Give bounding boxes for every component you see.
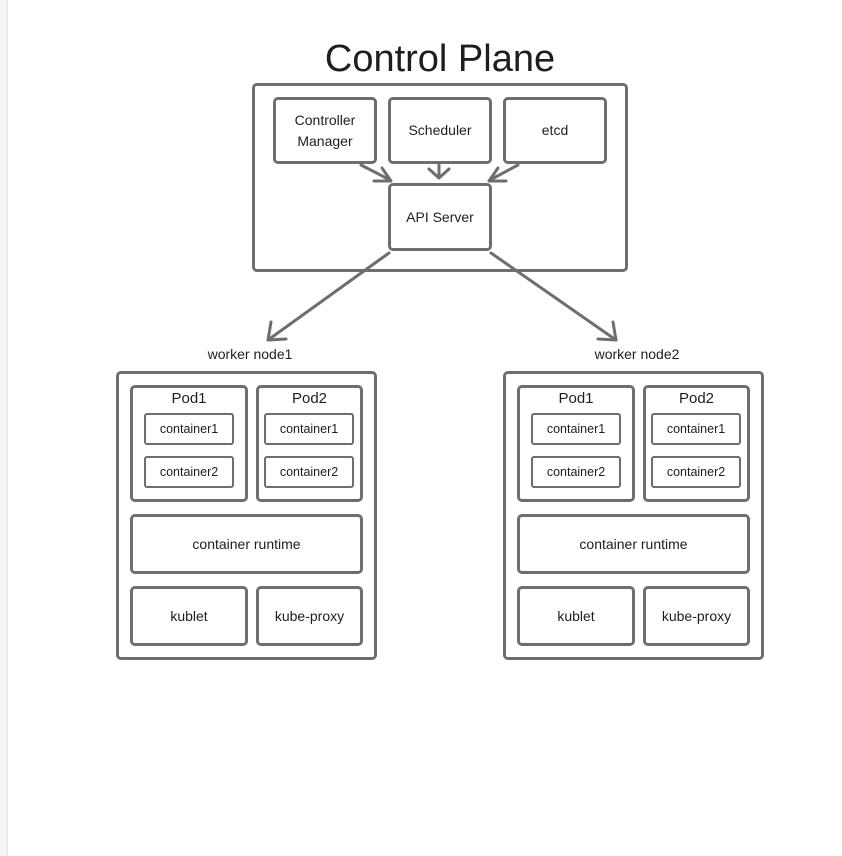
container-label: container2	[546, 464, 606, 479]
worker1-pod2-container1: container1	[264, 413, 354, 445]
container-label: container1	[159, 421, 219, 436]
container-label: container1	[546, 421, 606, 436]
scheduler-label: Scheduler	[408, 122, 472, 138]
runtime-label: container runtime	[192, 535, 301, 552]
api-server-label: API Server	[406, 208, 474, 225]
kube-proxy-label: kube-proxy	[274, 607, 345, 624]
container-label: container2	[159, 464, 219, 479]
pod-name: Pod1	[558, 390, 594, 407]
container-label: container2	[279, 464, 339, 479]
arrow-etcd-to-api	[488, 163, 520, 182]
worker1-kube-proxy: kube-proxy	[256, 586, 363, 646]
worker2-pod1-container1: container1	[531, 413, 621, 445]
canvas-left-edge	[0, 0, 8, 856]
arrowhead-api-to-worker2	[596, 320, 618, 342]
worker1-pod2-container2: container2	[264, 456, 354, 488]
worker2-pod2-container1: container1	[651, 413, 741, 445]
worker1-pod1-container1: container1	[144, 413, 234, 445]
arrow-api-to-worker1	[266, 251, 391, 342]
worker2-kublet: kublet	[517, 586, 635, 646]
arrowhead-etcd-to-api	[487, 166, 508, 183]
controller-manager-label: Controller Manager	[294, 111, 356, 149]
control-plane-title: Control Plane	[324, 38, 556, 80]
runtime-label: container runtime	[579, 535, 688, 552]
worker1-pod1-container2: container2	[144, 456, 234, 488]
container-label: container1	[279, 421, 339, 436]
pod-name: Pod2	[291, 390, 328, 407]
worker-node1-label: worker node1	[207, 346, 293, 362]
arrow-controller-to-api	[359, 163, 392, 182]
kublet-label: kublet	[170, 607, 208, 624]
pod-name: Pod1	[171, 390, 207, 407]
worker2-pod2-container2: container2	[651, 456, 741, 488]
kube-proxy-label: kube-proxy	[661, 607, 732, 624]
worker-node2-label: worker node2	[594, 346, 680, 362]
container-label: container2	[666, 464, 726, 479]
worker1-kublet: kublet	[130, 586, 248, 646]
worker1-container-runtime: container runtime	[130, 514, 363, 574]
arrowhead-scheduler-to-api	[427, 167, 451, 180]
arrow-api-to-worker2	[489, 251, 618, 342]
container-label: container1	[666, 421, 726, 436]
worker2-kube-proxy: kube-proxy	[643, 586, 750, 646]
etcd-box: etcd	[503, 97, 607, 164]
scheduler-box: Scheduler	[388, 97, 492, 164]
arrowhead-controller-to-api	[372, 166, 393, 183]
worker2-pod1-container2: container2	[531, 456, 621, 488]
kublet-label: kublet	[557, 607, 595, 624]
controller-manager-box: Controller Manager	[273, 97, 377, 164]
arrowhead-api-to-worker1	[266, 320, 288, 342]
worker2-container-runtime: container runtime	[517, 514, 750, 574]
pod-name: Pod2	[678, 390, 715, 407]
etcd-label: etcd	[541, 122, 569, 138]
api-server-box: API Server	[388, 183, 492, 251]
